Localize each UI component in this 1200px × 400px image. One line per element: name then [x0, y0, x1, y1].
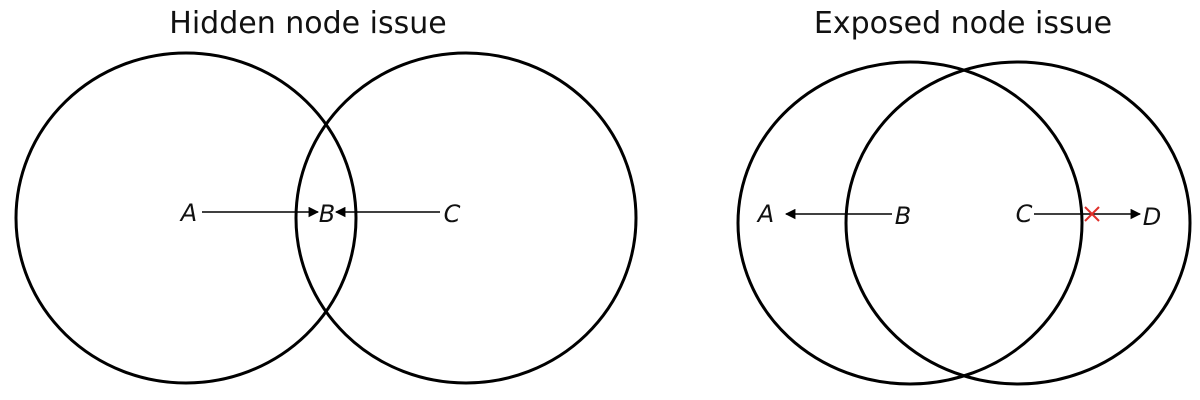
- hidden-node-diagram: A B C: [14, 51, 638, 385]
- node-a-label: A: [756, 200, 774, 228]
- node-a-label: A: [179, 199, 197, 227]
- range-circle-c: [844, 60, 1192, 386]
- node-c-label: C: [1016, 200, 1033, 228]
- node-c-label: C: [444, 200, 461, 228]
- range-circle-c: [294, 51, 638, 385]
- node-b-label: B: [895, 202, 911, 230]
- blocked-x-icon: [1084, 206, 1100, 222]
- exposed-node-diagram: A B C D: [736, 60, 1192, 386]
- node-d-label: D: [1143, 203, 1161, 231]
- exposed-node-title: Exposed node issue: [813, 6, 1113, 41]
- range-circle-a: [14, 51, 358, 385]
- node-b-label: B: [319, 200, 335, 228]
- range-circle-b: [736, 60, 1084, 386]
- hidden-node-title: Hidden node issue: [169, 6, 447, 41]
